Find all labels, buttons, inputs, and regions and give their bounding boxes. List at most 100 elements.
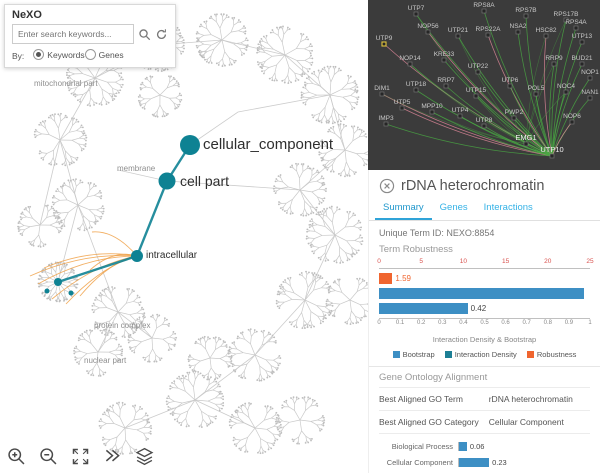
search-mode-keywords[interactable]: Keywords xyxy=(33,49,85,60)
svg-text:HSC82: HSC82 xyxy=(536,27,557,34)
legend-label: Bootstrap xyxy=(402,350,435,359)
unique-term-label: Unique Term ID: xyxy=(379,228,444,238)
tree-node-label[interactable]: cellular_component xyxy=(203,136,334,153)
network-node-RRP9[interactable]: RRP9 xyxy=(545,55,563,67)
network-node-NOP14[interactable]: NOP14 xyxy=(399,55,421,67)
network-node-RPS22A[interactable]: RPS22A xyxy=(476,26,502,38)
network-node-UTP21[interactable]: UTP21 xyxy=(448,27,469,39)
go-row-label: Best Aligned GO Category xyxy=(379,417,479,427)
network-node-DIM1[interactable]: DIM1 xyxy=(374,85,390,97)
network-node-RPS8A[interactable]: RPS8A xyxy=(473,2,495,14)
search-by-label: By: xyxy=(12,50,25,61)
tree-node-cellular-component[interactable] xyxy=(180,135,200,155)
network-node-PWP2[interactable]: PWP2 xyxy=(505,109,524,121)
zoom-in-button[interactable] xyxy=(6,446,27,467)
tree-branch-label[interactable]: mitochondrial part xyxy=(34,79,98,88)
network-node-RPS7B[interactable]: RPS7B xyxy=(515,7,537,19)
svg-text:RPS4A: RPS4A xyxy=(565,19,587,26)
network-node-IMP3[interactable]: IMP3 xyxy=(378,115,394,127)
tab-genes[interactable]: Genes xyxy=(439,202,468,213)
tree-node-label[interactable]: cell part xyxy=(180,173,230,189)
network-node-NOP1[interactable]: NOP1 xyxy=(581,69,599,81)
search-icon[interactable] xyxy=(138,28,151,41)
tree-cluster-node[interactable] xyxy=(68,290,74,296)
svg-text:IMP3: IMP3 xyxy=(378,115,394,122)
tree-branch-label[interactable]: membrane xyxy=(117,164,156,173)
network-node-UTP18[interactable]: UTP18 xyxy=(406,81,427,93)
network-node-NAN1[interactable]: NAN1 xyxy=(581,89,599,101)
svg-text:DIM1: DIM1 xyxy=(374,85,390,92)
go-alignment-header: Gene Ontology Alignment xyxy=(379,372,488,383)
network-node-UTP15[interactable]: UTP15 xyxy=(466,87,487,99)
network-node-UTP6[interactable]: UTP6 xyxy=(502,77,519,89)
top-axis-tick: 15 xyxy=(501,258,510,265)
alignment-bar-value: 0.23 xyxy=(492,457,507,467)
tree-cluster-node[interactable] xyxy=(44,288,50,294)
svg-text:UTP18: UTP18 xyxy=(406,81,427,88)
network-node-HSC82[interactable]: HSC82 xyxy=(536,27,557,39)
zoom-out-button[interactable] xyxy=(38,446,59,467)
radio-label: Keywords xyxy=(47,49,85,60)
network-node-MPP10[interactable]: MPP10 xyxy=(421,103,443,115)
view-toolbar xyxy=(6,446,155,467)
network-node-UTP8[interactable]: UTP8 xyxy=(476,117,493,129)
gene-network-panel[interactable]: UTP7 RPS8A RPS7B RPS17B UTP9 NOP56 UTP21 RPS22A… xyxy=(368,0,600,170)
network-edge xyxy=(457,35,553,157)
tab-summary[interactable]: Summary xyxy=(375,198,432,220)
network-node-NOP56[interactable]: NOP56 xyxy=(417,23,439,35)
layers-button[interactable] xyxy=(134,446,155,467)
svg-text:NAN1: NAN1 xyxy=(581,89,599,96)
network-edge xyxy=(551,19,567,157)
close-icon[interactable] xyxy=(379,178,395,194)
network-node-UTP10[interactable]: UTP10 xyxy=(540,145,564,159)
radio-unselected-icon xyxy=(84,49,96,60)
svg-text:UTP13: UTP13 xyxy=(572,33,593,40)
bar xyxy=(379,303,468,314)
bottom-axis-tick: 0.1 xyxy=(395,320,405,326)
expand-levels-button[interactable] xyxy=(102,446,123,467)
robustness-section-label: Term Robustness xyxy=(379,244,453,255)
svg-text:NSA2: NSA2 xyxy=(510,23,527,30)
network-node-UTP22[interactable]: UTP22 xyxy=(468,63,489,75)
tree-node-cell-part[interactable] xyxy=(158,172,176,190)
network-edge xyxy=(401,107,553,157)
ontology-tree-canvas[interactable] xyxy=(0,0,368,473)
network-node-NOC4[interactable]: NOC4 xyxy=(557,83,575,95)
network-node-UTP4[interactable]: UTP4 xyxy=(452,107,469,119)
network-node-UTP13[interactable]: UTP13 xyxy=(572,33,593,45)
network-node-KRE33[interactable]: KRE33 xyxy=(434,51,455,63)
fit-to-screen-button[interactable] xyxy=(70,446,91,467)
tree-branch-label[interactable]: nuclear part xyxy=(84,356,127,365)
legend-item: Bootstrap xyxy=(392,350,435,359)
alignment-bar-value: 0.06 xyxy=(469,441,485,451)
network-node-POL5[interactable]: POL5 xyxy=(528,85,545,97)
gene-network-canvas[interactable]: UTP7 RPS8A RPS7B RPS17B UTP9 NOP56 UTP21 RPS22A… xyxy=(368,0,600,170)
network-node-RPS17B[interactable]: RPS17B xyxy=(554,11,579,23)
bar xyxy=(379,273,393,284)
tree-node-intracellular[interactable] xyxy=(131,250,143,262)
network-node-RPS4A[interactable]: RPS4A xyxy=(565,19,587,31)
bottom-axis-tick: 0.6 xyxy=(501,320,510,326)
search-mode-genes[interactable]: Genes xyxy=(84,49,124,60)
svg-text:EMG1: EMG1 xyxy=(515,133,536,142)
tree-branch-label[interactable]: protein complex xyxy=(94,321,151,330)
reset-search-icon[interactable] xyxy=(155,28,168,41)
network-node-UTP7[interactable]: UTP7 xyxy=(408,5,425,17)
network-node-RRP7[interactable]: RRP7 xyxy=(437,77,455,89)
tree-cluster-node[interactable] xyxy=(54,278,62,286)
network-node-UTP5[interactable]: UTP5 xyxy=(394,99,411,111)
network-node-UTP9[interactable]: UTP9 xyxy=(376,35,393,47)
network-edge xyxy=(483,10,553,157)
network-node-NOP6[interactable]: NOP6 xyxy=(563,113,581,125)
tab-interactions[interactable]: Interactions xyxy=(483,202,533,213)
search-input[interactable] xyxy=(12,24,134,44)
network-node-BUD21[interactable]: BUD21 xyxy=(572,55,593,67)
term-title: rDNA heterochromatin xyxy=(401,178,545,194)
bar-value: 1.59 xyxy=(395,274,411,283)
network-node-NSA2[interactable]: NSA2 xyxy=(510,23,527,35)
tree-node-label[interactable]: intracellular xyxy=(146,250,198,261)
network-node-EMG1[interactable]: EMG1 xyxy=(515,133,537,147)
